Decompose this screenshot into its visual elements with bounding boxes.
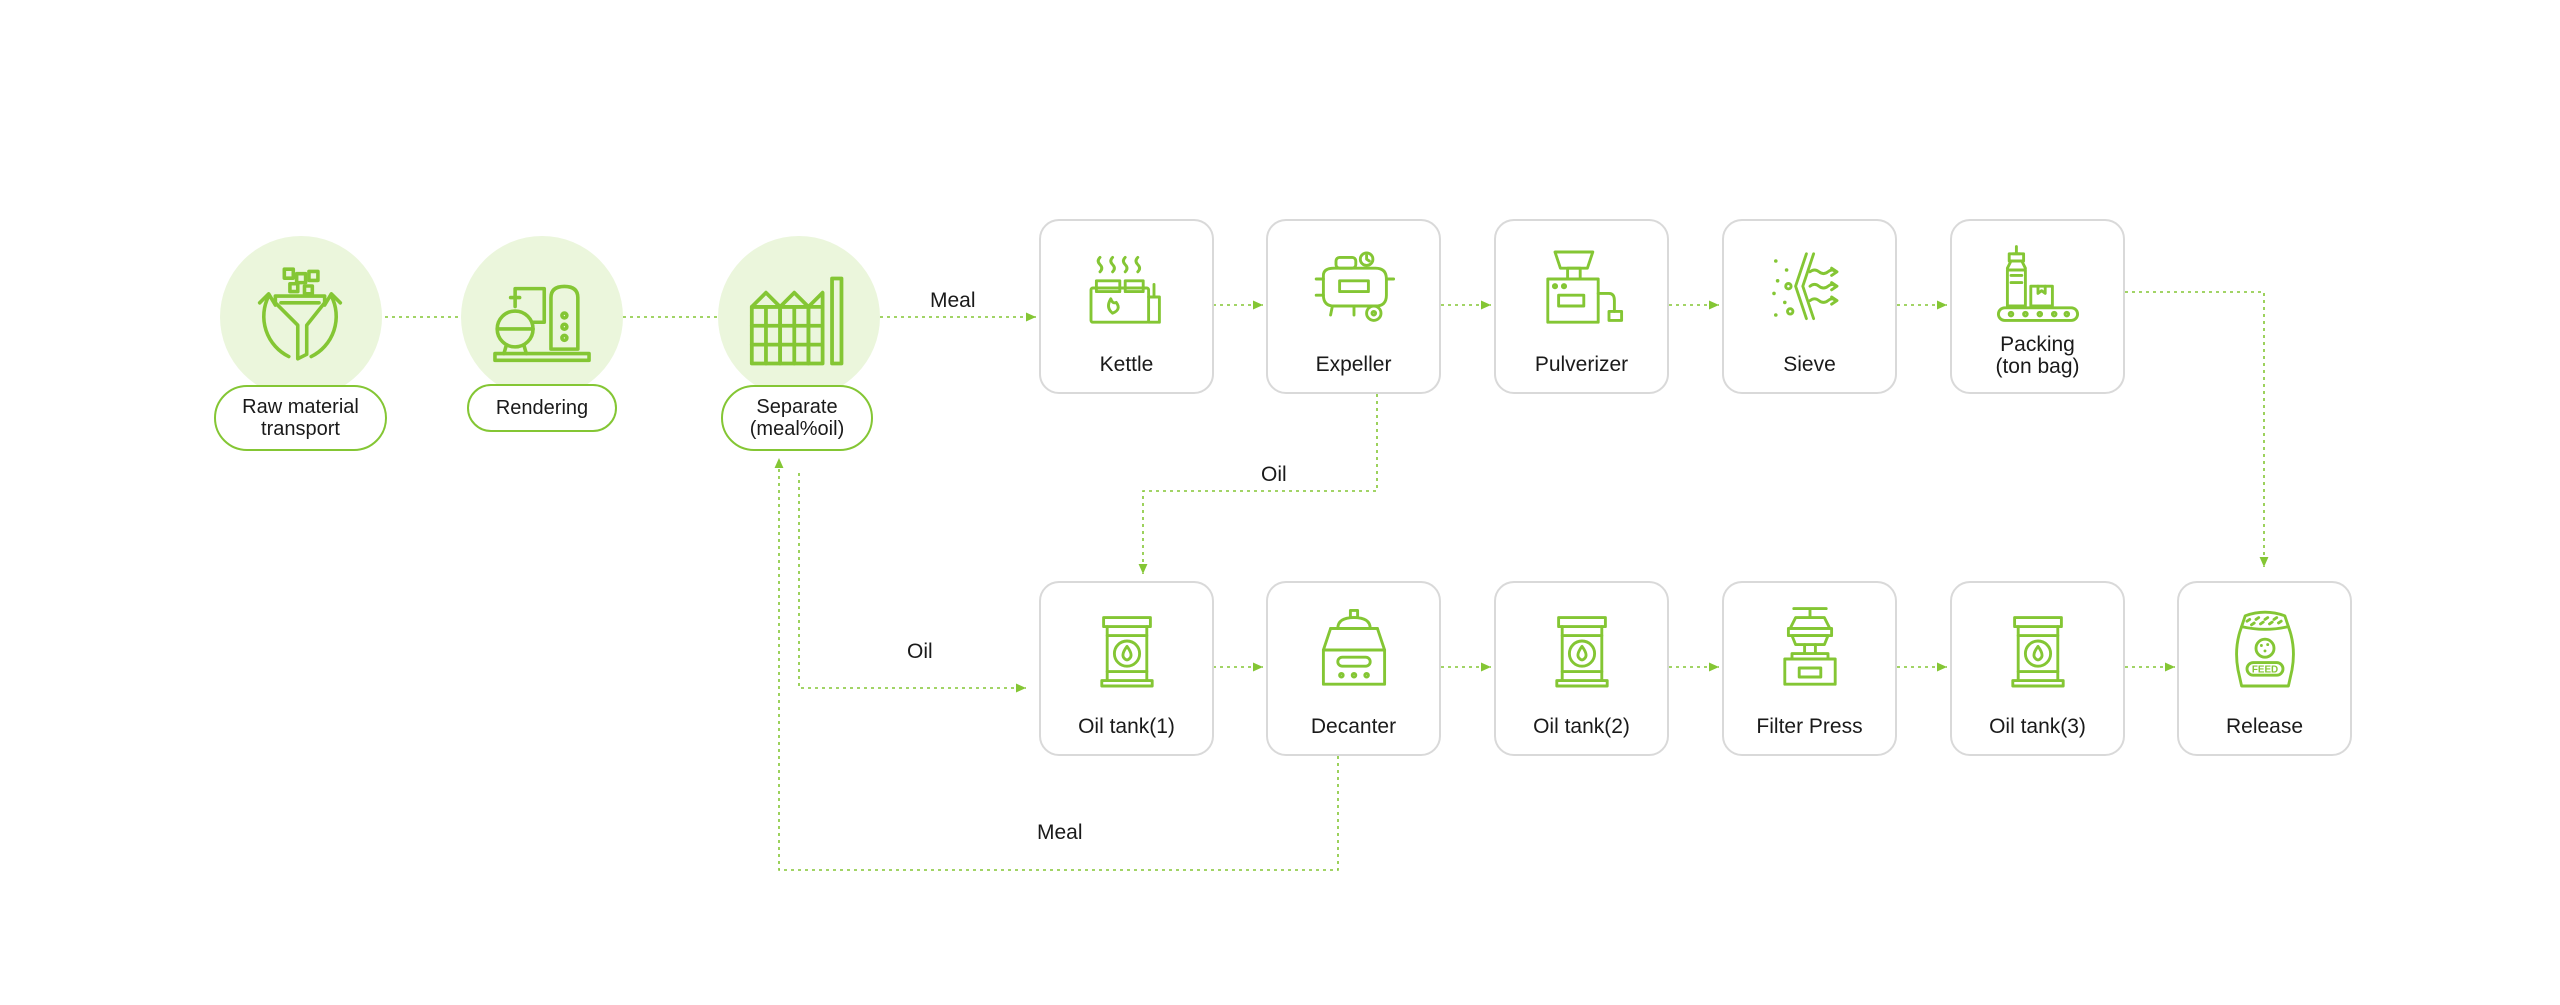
process-card-kettle: Kettle [1039, 219, 1214, 394]
oil-tank-icon [1099, 616, 1154, 688]
feed-bag-text: FEED [2251, 665, 2277, 676]
card-label: Expeller [1315, 353, 1392, 376]
silo-icon [749, 276, 844, 366]
stage-label-separate: Separate (meal%oil) [721, 385, 873, 451]
expeller-icon [1314, 251, 1395, 322]
card-label: Filter Press [1756, 715, 1863, 738]
sieve-icon [1771, 252, 1838, 321]
process-card-oil-tank-2: Oil tank(2) [1494, 581, 1669, 756]
pulverizer-icon [1545, 250, 1623, 324]
process-card-release: FEED Release [2177, 581, 2352, 756]
process-card-packing: Packing (ton bag) [1950, 219, 2125, 394]
process-card-expeller: Expeller [1266, 219, 1441, 394]
card-label: Release [2225, 715, 2304, 738]
stage-circle [220, 236, 382, 398]
flow-label-oil-separate: Oil [907, 640, 933, 663]
feed-bag-icon: FEED [2234, 610, 2295, 688]
process-card-oil-tank-3: Oil tank(3) [1950, 581, 2125, 756]
card-label: Kettle [1099, 353, 1154, 376]
rendering-plant-icon [493, 284, 591, 363]
process-card-decanter: Decanter [1266, 581, 1441, 756]
filter-press-icon [1782, 607, 1837, 686]
card-label: Oil tank(2) [1533, 715, 1630, 738]
card-label: Packing (ton bag) [1995, 333, 2080, 378]
oil-tank-icon [1554, 616, 1609, 688]
process-card-sieve: Sieve [1722, 219, 1897, 394]
connector-decanter-separate [774, 458, 1339, 871]
kettle-icon [1089, 255, 1161, 324]
card-label: Pulverizer [1534, 353, 1629, 376]
oil-tank-icon [2010, 616, 2065, 688]
card-label: Decanter [1310, 715, 1397, 738]
flow-label-oil-expeller: Oil [1261, 463, 1287, 486]
flow-label-meal-bottom: Meal [1037, 821, 1083, 844]
process-card-pulverizer: Pulverizer [1494, 219, 1669, 394]
connector-separate-oiltank [798, 473, 1026, 693]
stage-circle [461, 236, 623, 398]
connector-packing-release [2125, 291, 2269, 567]
funnel-icon [257, 267, 343, 361]
stage-circle [718, 236, 880, 398]
card-label: Oil tank(3) [1989, 715, 2086, 738]
stage-label-rendering: Rendering [467, 384, 617, 432]
packing-conveyor-icon [1996, 245, 2079, 322]
card-label: Sieve [1783, 353, 1836, 376]
stage-label-raw-material: Raw material transport [214, 385, 387, 451]
card-label: Oil tank(1) [1078, 715, 1175, 738]
connector-expeller-oiltank [1138, 394, 1378, 574]
process-card-filter-press: Filter Press [1722, 581, 1897, 756]
decanter-icon [1321, 608, 1386, 686]
flow-label-meal-top: Meal [930, 289, 976, 312]
process-card-oil-tank-1: Oil tank(1) [1039, 581, 1214, 756]
